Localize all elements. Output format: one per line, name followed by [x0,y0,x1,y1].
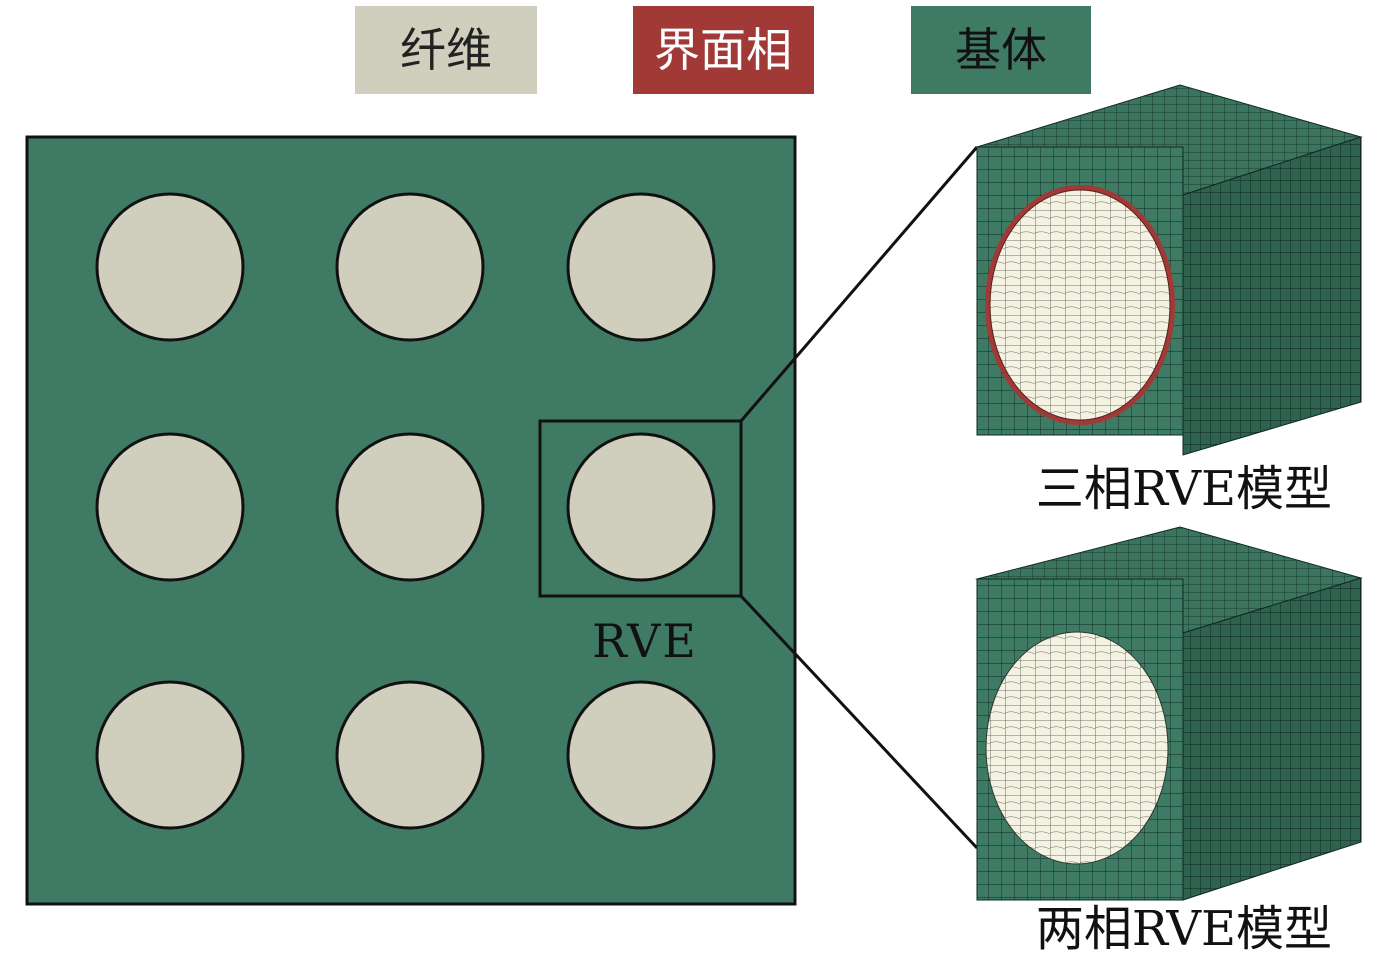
fiber-cross-section [335,680,485,830]
legend-label-matrix: 基体 [955,23,1047,77]
legend-swatch-interphase [633,6,814,94]
legend-swatch-matrix [911,6,1091,94]
cube-side-face [1182,577,1362,901]
fiber-cross-section [95,432,245,582]
connector-to-two-phase [739,594,979,850]
fiber-meshed-section [985,631,1169,865]
legend-swatch-fiber [355,6,537,94]
fiber-cross-section [335,192,485,342]
connector-to-three-phase [739,146,979,422]
legend-label-interphase: 界面相 [654,23,792,77]
matrix-panel: RVE [25,135,797,906]
fiber-grid [95,192,716,830]
fiber-cross-section [95,192,245,342]
zoom-connectors [739,146,979,850]
legend-item-interphase: 界面相 [633,6,814,94]
two-phase-rve-cube: 两相RVE模型 [975,526,1363,957]
legend-item-matrix: 基体 [911,6,1091,94]
legend-item-fiber: 纤维 [355,6,537,94]
legend: 纤维 界面相 基体 [355,6,1091,94]
two-phase-caption: 两相RVE模型 [1036,901,1332,957]
rve-selection-box [538,419,743,598]
fiber-cross-section [566,432,716,582]
fiber-cross-section [566,680,716,830]
fiber-cross-section [335,432,485,582]
legend-label-fiber: 纤维 [400,23,492,77]
fiber-cross-section [566,192,716,342]
fiber-cross-section [95,680,245,830]
rve-label: RVE [592,614,698,668]
fiber-meshed-section [989,189,1171,421]
three-phase-rve-cube: 三相RVE模型 [975,84,1363,517]
three-phase-caption: 三相RVE模型 [1036,461,1332,517]
